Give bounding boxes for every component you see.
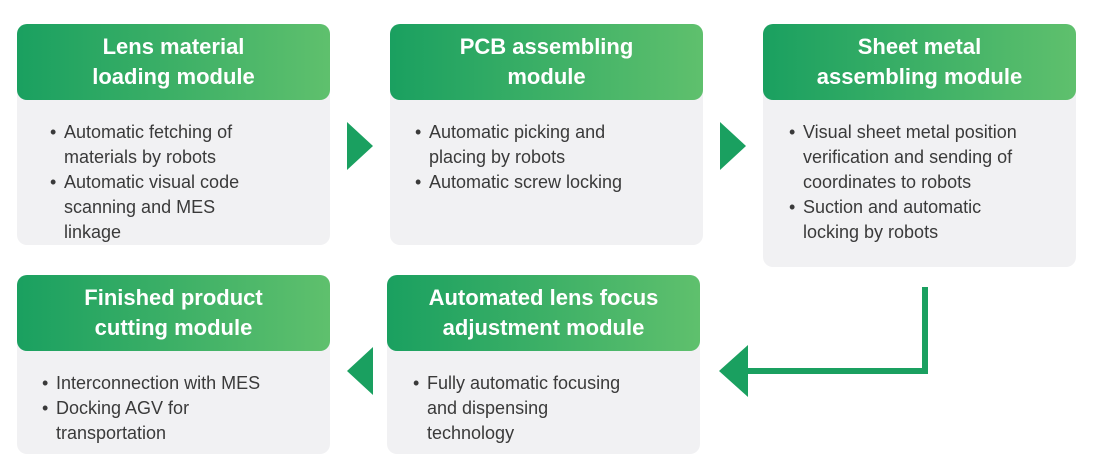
list-item: Visual sheet metal position verification… <box>789 120 1074 195</box>
connector-line <box>748 287 928 374</box>
module-header: Lens material loading module <box>17 24 330 100</box>
list-item: Automatic screw locking <box>415 170 695 195</box>
module-feature-list: Visual sheet metal position verification… <box>789 120 1074 245</box>
module-title-line: module <box>507 64 586 89</box>
module-header: PCB assembling module <box>390 24 703 100</box>
module-title-line: Finished product <box>84 285 263 310</box>
list-item: Interconnection with MES <box>42 371 322 396</box>
flow-arrow-right-icon <box>347 122 373 170</box>
list-item: Docking AGV for transportation <box>42 396 322 446</box>
module-title-line: cutting module <box>94 315 253 340</box>
module-card-sheet-metal-assembling: Sheet metal assembling module Visual she… <box>763 24 1076 267</box>
connector-arrowhead <box>719 345 748 397</box>
module-title-line: Sheet metal <box>857 34 982 59</box>
module-feature-list: Interconnection with MES Docking AGV for… <box>42 371 322 446</box>
list-item: Suction and automatic locking by robots <box>789 195 1074 245</box>
module-title-line: loading module <box>92 64 255 89</box>
module-header: Sheet metal assembling module <box>763 24 1076 100</box>
module-title-line: assembling module <box>816 64 1023 89</box>
module-feature-list: Automatic picking and placing by robots … <box>415 120 695 195</box>
module-header: Automated lens focus adjustment module <box>387 275 700 351</box>
module-feature-list: Automatic fetching of materials by robot… <box>50 120 320 245</box>
module-title-line: Automated lens focus <box>428 285 659 310</box>
list-item: Automatic fetching of materials by robot… <box>50 120 320 170</box>
flow-arrow-left-icon <box>347 347 373 395</box>
module-title-line: adjustment module <box>442 315 645 340</box>
module-header: Finished product cutting module <box>17 275 330 351</box>
module-feature-list: Fully automatic focusing and dispensing … <box>413 371 693 446</box>
module-card-finished-product-cutting: Finished product cutting module Intercon… <box>17 275 330 454</box>
module-card-pcb-assembling: PCB assembling module Automatic picking … <box>390 24 703 245</box>
module-title-line: PCB assembling <box>459 34 634 59</box>
module-title-line: Lens material <box>102 34 245 59</box>
flow-arrow-right-icon <box>720 122 746 170</box>
module-card-lens-focus-adjustment: Automated lens focus adjustment module F… <box>387 275 700 454</box>
list-item: Automatic picking and placing by robots <box>415 120 695 170</box>
module-card-lens-material-loading: Lens material loading module Automatic f… <box>17 24 330 245</box>
list-item: Fully automatic focusing and dispensing … <box>413 371 693 446</box>
list-item: Automatic visual code scanning and MES l… <box>50 170 320 245</box>
